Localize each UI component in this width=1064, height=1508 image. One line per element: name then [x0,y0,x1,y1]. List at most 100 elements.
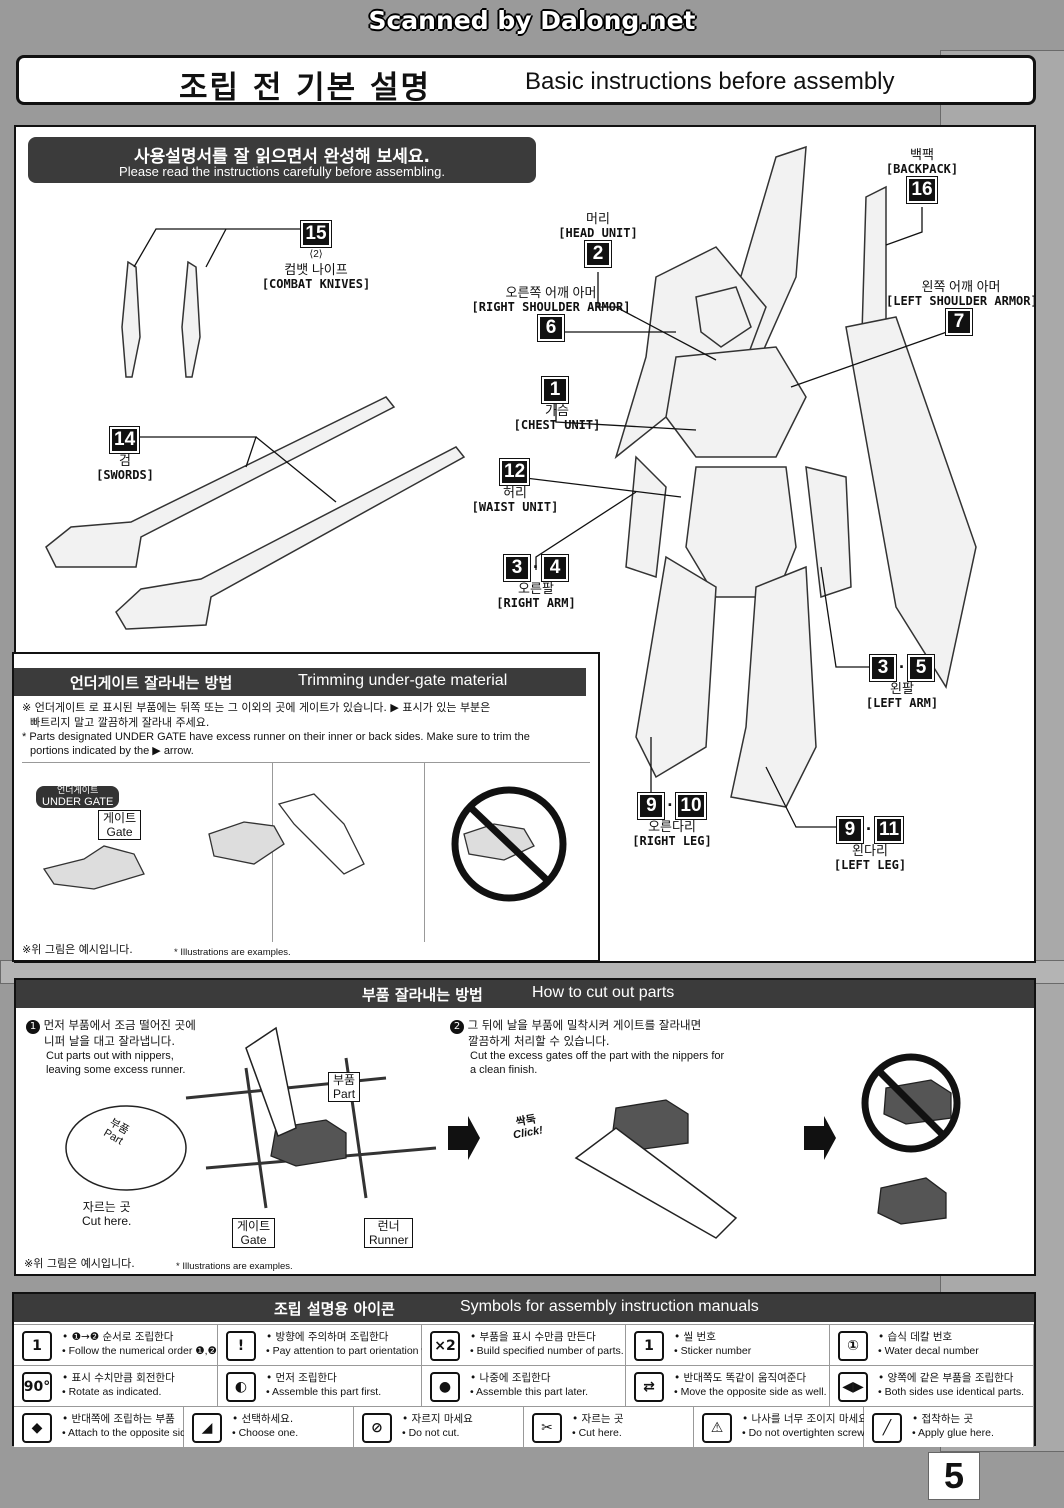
symbol-description: • ❶→❷ 순서로 조립한다• Follow the numerical ord… [62,1330,229,1358]
undergate-note-en-2: portions indicated by the ▶ arrow. [30,745,194,757]
head-en: [HEAD UNIT] [558,226,638,240]
undergate-note-ko-1: ※ 언더게이트 로 표시된 부품에는 뒤쪽 또는 그 이외의 곳에 게이트가 있… [22,701,491,714]
symbol-en: • Cut here. [572,1427,622,1439]
click-label: 싹둑 Click! [510,1112,544,1143]
swords-en: [SWORDS] [96,468,154,482]
knife-illustration-1 [121,260,141,378]
step-1-badge: 1 [26,1020,40,1034]
undergate-title-ko: 언더게이트 잘라내는 방법 [70,674,233,692]
part-number-1: 1 [541,376,569,404]
symbol-ko: • 자르는 곳 [572,1413,624,1425]
cutout-example-ko: ※위 그림은 예시입니다. [24,1257,135,1270]
undergate-note-ko-2: 빠트리지 말고 깔끔하게 잘라내 주세요. [30,716,210,729]
cutout-title-ko: 부품 잘라내는 방법 [362,986,483,1004]
symbol-description: • 양쪽에 같은 부품을 조립한다• Both sides use identi… [878,1371,1024,1399]
swords-ko: 검 [119,453,131,468]
number-1-icon: 1 [22,1331,52,1361]
cutout-step-2-text: 2 그 뒤에 날을 부품에 밀착시켜 게이트를 잘라내면 깔끔하게 처리할 수 … [450,1018,724,1077]
symbol-cell: 90°• 표시 수치만큼 회전한다• Rotate as indicated. [14,1365,218,1406]
attach-opposite-icon: ◆ [22,1413,52,1443]
head-ko: 머리 [586,211,610,226]
left-shoulder-ko: 왼쪽 어깨 아머 [921,279,1001,294]
cutout-example-en: * Illustrations are examples. [176,1261,293,1272]
symbol-cell: 1• 씰 번호• Sticker number [626,1324,830,1365]
symbol-en: • Apply glue here. [912,1427,994,1439]
assemble-first-icon: ◐ [226,1372,256,1402]
gate-ko: 게이트 [103,811,137,825]
symbol-ko: • 반대쪽도 똑같이 움직여준다 [674,1372,807,1384]
intro-banner: 사용설명서를 잘 읽으면서 완성해 보세요. Please read the i… [28,137,536,183]
cut-here-ko: 자르는 곳 [82,1200,131,1214]
symbols-title-ko: 조립 설명용 아이콘 [274,1300,395,1318]
left-leg-en: [LEFT LEG] [833,858,907,872]
intro-banner-en: Please read the instructions carefully b… [119,164,445,179]
part-number-9b: 9 [835,816,864,844]
sticker-icon: 1 [634,1331,664,1361]
step-1-en-1: Cut parts out with nippers, [46,1050,174,1062]
nipper-illustration-1 [245,1026,297,1138]
gate-ko-2: 게이트 [237,1219,271,1233]
label-waist-unit: 12 허리 [WAIST UNIT] [470,458,560,515]
combat-knives-en: [COMBAT KNIVES] [261,277,371,291]
symbol-cell: ●• 나중에 조립한다• Assemble this part later. [422,1365,626,1406]
part-number-15: 15 [300,220,332,248]
symbol-ko: • 나사를 너무 조이지 마세요 [742,1413,868,1425]
symbol-ko: • 접착하는 곳 [912,1413,974,1425]
symbol-ko: • 습식 데칼 번호 [878,1331,953,1343]
part-number-11: 11 [873,816,905,844]
prohibited-icon [451,786,567,902]
sword-illustration-2 [115,446,466,630]
divider [424,762,425,942]
symbol-en: • Choose one. [232,1427,299,1439]
symbol-ko: • 먼저 조립한다 [266,1372,337,1384]
part-number-4: 4 [541,554,569,582]
label-right-shoulder: 오른쪽 어깨 아머 [RIGHT SHOULDER ARMOR] 6 [466,285,636,342]
step-1-ko-2: 니퍼 날을 대고 잘라냅니다. [44,1034,176,1048]
waist-ko: 허리 [503,485,527,500]
symbol-cell: 1 • ❶→❷ 순서로 조립한다• Follow the numerical or… [14,1324,229,1365]
combat-knives-ko: 컴뱃 나이프 [284,262,348,277]
cut-here-en: Cut here. [82,1214,132,1228]
symbol-en: • Water decal number [878,1345,979,1357]
symbol-cell: !• 방향에 주의하며 조립한다• Pay attention to part … [218,1324,506,1365]
symbol-ko: • 방향에 주의하며 조립한다 [266,1331,389,1343]
undergate-tag-ko: 언더게이트 [56,786,99,796]
symbol-cell: ✂• 자르는 곳• Cut here. [524,1406,694,1447]
symbols-title-bar: 조립 설명용 아이콘 Symbols for assembly instruct… [14,1294,1034,1322]
symbol-ko: • 선택하세요. [232,1413,294,1425]
undergate-tag-en: UNDER GATE [42,796,114,808]
sword-illustration-1 [45,396,396,568]
part-ko: 부품 [333,1073,356,1087]
label-right-leg: 9·10 오른다리 [RIGHT LEG] [622,792,722,849]
robot-torso [665,346,807,458]
undergate-tag: 언더게이트 UNDER GATE [36,786,120,808]
divider [22,762,590,763]
apply-glue-icon: ╱ [872,1413,902,1443]
label-backpack: 백팩 [BACKPACK] 16 [872,147,972,204]
right-arm-en: [RIGHT ARM] [496,596,576,610]
symbol-description: • 선택하세요. • Choose one. [232,1412,298,1440]
robot-right-arm [625,455,667,579]
symbol-en: • Build specified number of parts. [470,1345,624,1357]
part-qty: ⟨2⟩ [309,249,323,260]
symbol-ko: • 자르지 마세요 [402,1413,473,1425]
step-2-ko-2: 깔끔하게 처리할 수 있습니다. [468,1034,610,1048]
symbol-cell: ◢• 선택하세요.• Choose one. [184,1406,354,1447]
right-shoulder-en: [RIGHT SHOULDER ARMOR] [471,300,631,314]
left-shoulder-en: [LEFT SHOULDER ARMOR] [886,294,1038,308]
label-chest-unit: 1 가슴 [CHEST UNIT] [512,376,602,433]
symbol-ko: • 반대쪽에 조립하는 부품 [62,1413,175,1425]
arrow-right-icon [804,1116,836,1160]
symbol-en: • Assemble this part first. [266,1386,382,1398]
undergate-example-en: * Illustrations are examples. [174,947,291,958]
intro-banner-ko: 사용설명서를 잘 읽으면서 완성해 보세요. [133,147,430,167]
symbol-ko: • ❶→❷ 순서로 조립한다 [62,1331,174,1343]
symbol-cell: ◐ • 먼저 조립한다 • Assemble this part first. [218,1365,422,1406]
cut-here-label: 자르는 곳 Cut here. [82,1200,131,1228]
symbol-cell: ⊘• 자르지 마세요• Do not cut. [354,1406,524,1447]
label-combat-knives: 15 ⟨2⟩ 컴뱃 나이프 [COMBAT KNIVES] [256,220,376,292]
symbol-description: • 부품을 표시 수만큼 만든다• Build specified number… [470,1330,624,1358]
part-number-2: 2 [584,240,612,268]
page-title-ko: 조립 전 기본 설명 [179,70,432,106]
parts-illustration [45,145,977,828]
